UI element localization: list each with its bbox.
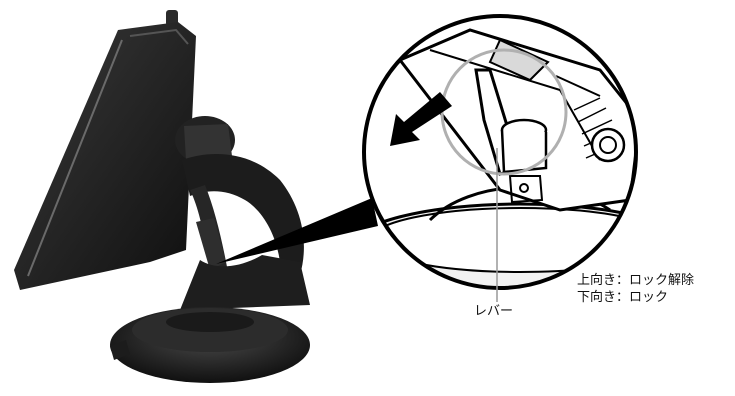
lever-label: レバー [474, 304, 514, 319]
lock-note: 下向き：ロック [577, 290, 669, 305]
arrow-down-left-icon [390, 92, 452, 146]
mount-arm [175, 116, 310, 310]
suction-cup-base [110, 307, 310, 383]
magnified-detail [362, 14, 638, 290]
zoom-connector [216, 198, 378, 264]
navigation-device [14, 10, 196, 290]
lock-release-note: 上向き：ロック解除 [577, 273, 695, 288]
